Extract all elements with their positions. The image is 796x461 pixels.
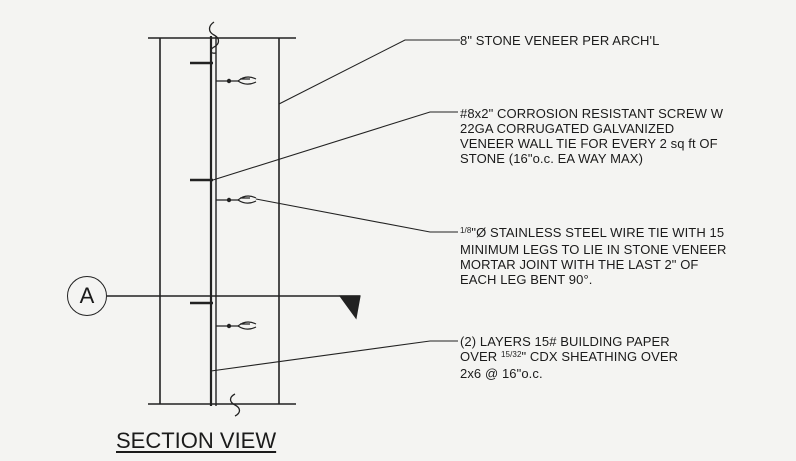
break-symbol-top [208, 21, 220, 54]
wire-tie-3 [216, 321, 257, 330]
callout-screw-line-4: STONE (16"o.c. EA WAY MAX) [460, 151, 644, 166]
callout-wire-line-2: MINIMUM LEGS TO LIE IN STONE VENEER [460, 242, 727, 257]
callout-wire-line-4: EACH LEG BENT 90°. [460, 272, 593, 287]
callout-stone-veneer: 8" STONE VENEER PER ARCH'L [460, 33, 659, 48]
sheathing-thickness-fraction: 15/32 [500, 350, 522, 359]
callout-screw-line-1: #8x2" CORROSION RESISTANT SCREW W [460, 106, 724, 121]
wire-tie-1 [216, 76, 257, 85]
wire-tie-2 [216, 195, 257, 204]
break-symbol-bottom [229, 393, 241, 417]
callout-paper-line-2: OVER 15/32" CDX SHEATHING OVER [460, 349, 678, 366]
section-cut-arrow [338, 295, 361, 320]
callout-screw: #8x2" CORROSION RESISTANT SCREW W 22GA C… [460, 106, 723, 166]
callout-screw-line-3: VENEER WALL TIE FOR EVERY 2 sq ft OF [460, 136, 718, 151]
section-view-title: SECTION VIEW [116, 428, 277, 453]
callout-screw-line-2: 22GA CORRUGATED GALVANIZED [460, 121, 675, 136]
callout-wire-line-1-rest: "Ø STAINLESS STEEL WIRE TIE WITH 15 [471, 225, 725, 240]
leader-wire [255, 198, 458, 233]
callout-paper-line-1: (2) LAYERS 15# BUILDING PAPER [460, 334, 670, 349]
callout-paper-line-2-post: " CDX SHEATHING OVER [521, 349, 679, 364]
leader-veneer [278, 39, 460, 105]
callout-paper-line-3: 2x6 @ 16"o.c. [460, 366, 543, 381]
callout-wire-line-3: MORTAR JOINT WITH THE LAST 2" OF [460, 257, 699, 272]
leader-screw [212, 111, 458, 181]
callout-building-paper: (2) LAYERS 15# BUILDING PAPER OVER 15/32… [460, 334, 678, 381]
leader-paper [210, 340, 458, 372]
wire-diameter-fraction: 1/8 [460, 226, 472, 235]
callout-veneer-line-1: 8" STONE VENEER PER ARCH'L [460, 33, 660, 48]
callout-wire-line-1: 1/8"Ø STAINLESS STEEL WIRE TIE WITH 15 [460, 225, 726, 242]
callout-paper-line-2-pre: OVER [460, 349, 501, 364]
callout-wire-tie: 1/8"Ø STAINLESS STEEL WIRE TIE WITH 15 M… [460, 225, 726, 287]
section-marker-a: A [67, 276, 107, 316]
